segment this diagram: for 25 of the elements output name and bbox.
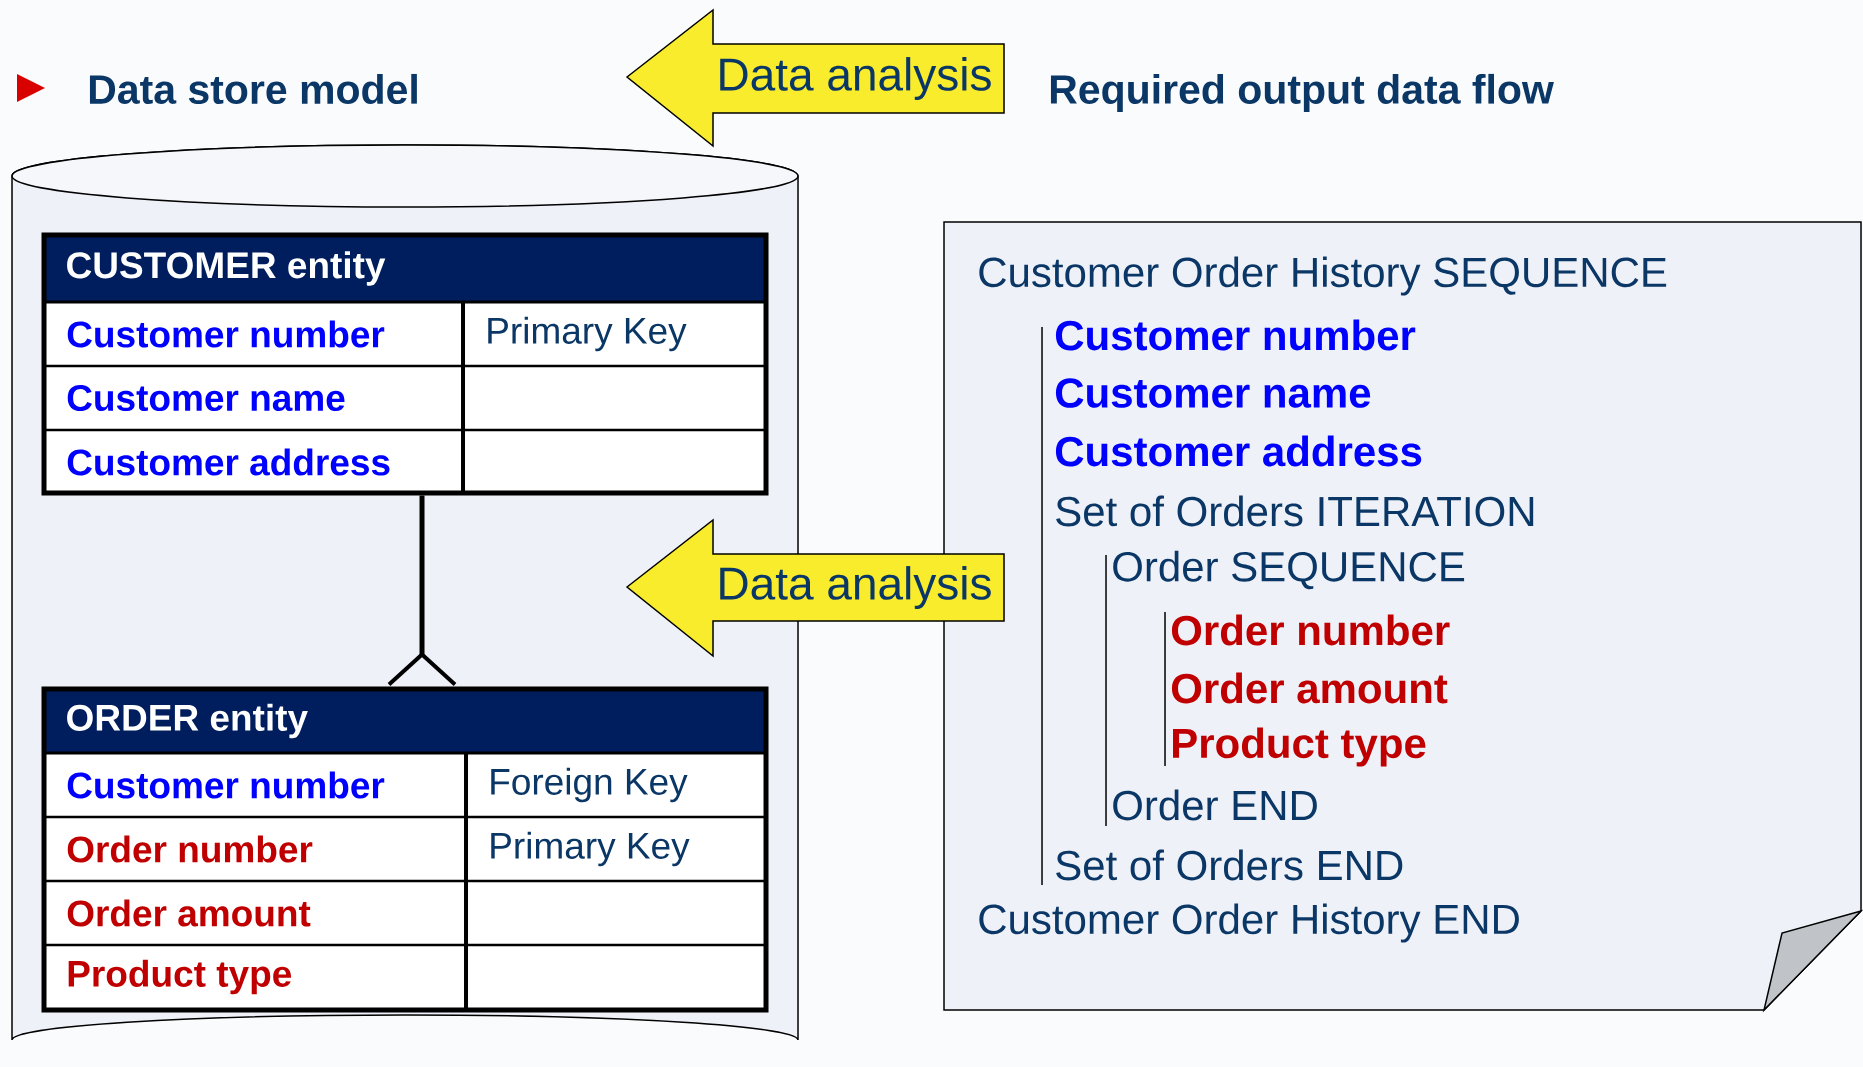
table-cell-text: Foreign Key (491, 767, 688, 803)
table-cell-text: Order amount (67, 899, 311, 927)
table-cell-text: Order number (67, 835, 313, 863)
structure-line: Customer Order History END (979, 903, 1519, 943)
table-cell-text: Customer number (67, 771, 385, 799)
structure-line: Product type (1173, 727, 1426, 767)
table-cell-text: Primary Key (491, 831, 690, 867)
structure-line: Customer name (1055, 378, 1371, 408)
heading: Required output data flow (1050, 73, 1554, 113)
heading: Data store model (89, 73, 417, 105)
structure-line: Customer number (1055, 319, 1416, 351)
table-cell-text: Customer number (67, 320, 385, 348)
structure-line: Customer address (1055, 435, 1422, 467)
table-cell-text: Customer address (67, 448, 390, 476)
table-cell-text: Primary Key (488, 316, 687, 352)
table-cell-text: Customer name (67, 384, 345, 412)
structure-line: Order number (1171, 614, 1450, 646)
structure-line: Customer Order History SEQUENCE (979, 256, 1667, 296)
structure-line: Set of Orders ITERATION (1056, 495, 1534, 527)
table-cell-text: Product type (68, 959, 292, 995)
structure-line: Order amount (1171, 672, 1448, 704)
structure-line: Set of Orders END (1056, 849, 1403, 881)
structure-line: Order SEQUENCE (1113, 550, 1465, 590)
relationship-line (387, 495, 457, 686)
structure-line: Order END (1113, 789, 1317, 821)
